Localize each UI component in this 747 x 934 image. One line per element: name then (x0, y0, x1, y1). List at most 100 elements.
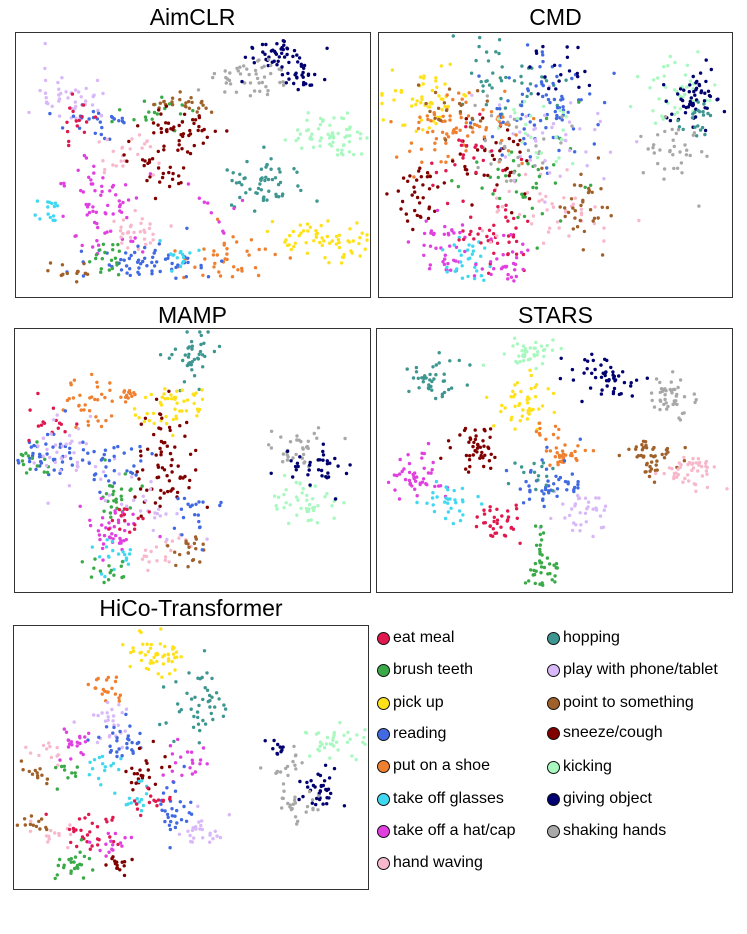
scatter-point (563, 516, 567, 520)
scatter-point (684, 153, 689, 157)
scatter-point (345, 740, 350, 744)
scatter-point (674, 471, 678, 475)
scatter-point (292, 167, 296, 171)
scatter-point (704, 58, 708, 62)
scatter-point (575, 225, 580, 229)
scatter-point (266, 57, 271, 62)
scatter-point (459, 253, 463, 257)
scatter-point (110, 518, 115, 523)
scatter-point (142, 228, 146, 232)
scatter-point (118, 108, 122, 112)
scatter-point (532, 470, 537, 474)
scatter-point (482, 464, 486, 469)
scatter-point (588, 208, 593, 212)
scatter-point (178, 250, 182, 255)
scatter-point (129, 650, 133, 655)
scatter-point (240, 266, 244, 271)
scatter-point (331, 736, 335, 740)
scatter-point (534, 186, 539, 190)
scatter-point (487, 83, 492, 87)
scatter-point (306, 72, 311, 76)
scatter-point (87, 461, 92, 465)
scatter-point (79, 95, 83, 99)
scatter-point (120, 497, 124, 502)
scatter-point (503, 406, 507, 410)
scatter-point (420, 97, 424, 102)
scatter-point (458, 230, 462, 235)
scatter-point (568, 453, 573, 458)
scatter-point (185, 330, 189, 334)
scatter-point (344, 127, 349, 132)
scatter-point (242, 81, 247, 85)
scatter-point (127, 389, 132, 393)
scatter-point (201, 103, 205, 107)
scatter-point (117, 703, 121, 707)
scatter-point (537, 174, 542, 179)
scatter-point (151, 661, 155, 665)
scatter-point (547, 86, 551, 91)
scatter-point (75, 744, 79, 748)
scatter-point (22, 817, 27, 821)
scatter-point (197, 387, 201, 392)
scatter-point (234, 181, 239, 185)
scatter-point (443, 516, 448, 521)
scatter-point (166, 396, 170, 401)
scatter-point (534, 366, 538, 371)
scatter-point (518, 130, 522, 134)
scatter-point (146, 768, 150, 772)
scatter-point (434, 121, 438, 126)
scatter-point (141, 516, 145, 521)
scatter-point (92, 93, 96, 97)
scatter-point (293, 815, 298, 819)
scatter-point (39, 817, 44, 821)
scatter-point (125, 159, 129, 163)
scatter-point (135, 797, 139, 801)
scatter-point (198, 560, 202, 564)
scatter-point (472, 156, 476, 160)
scatter-point (304, 810, 308, 814)
scatter-point (469, 215, 473, 219)
scatter-point (46, 212, 50, 216)
scatter-point (484, 126, 489, 130)
scatter-point (176, 496, 180, 501)
scatter-point (501, 168, 505, 173)
scatter-point (670, 127, 674, 132)
scatter-point (186, 542, 190, 546)
scatter-point (611, 370, 615, 374)
scatter-point (166, 544, 170, 548)
scatter-point (666, 64, 670, 68)
scatter-point (126, 734, 130, 738)
scatter-point (699, 90, 703, 95)
scatter-point (678, 378, 683, 382)
scatter-point (551, 81, 555, 86)
scatter-point (311, 497, 315, 501)
scatter-point (210, 676, 214, 681)
scatter-point (557, 455, 562, 459)
scatter-point (540, 489, 544, 493)
scatter-point (509, 395, 513, 399)
scatter-point (112, 481, 117, 485)
scatter-point (445, 265, 449, 269)
scatter-point (181, 255, 186, 260)
scatter-point (99, 424, 104, 429)
scatter-point (417, 169, 421, 173)
scatter-point (80, 560, 85, 564)
scatter-point (520, 161, 524, 166)
scatter-point (104, 678, 109, 682)
scatter-point (692, 482, 696, 486)
scatter-point (443, 104, 447, 109)
scatter-point (301, 487, 305, 491)
scatter-point (456, 184, 461, 189)
scatter-point (87, 175, 91, 179)
scatter-point (237, 180, 242, 185)
scatter-point (703, 91, 707, 95)
scatter-point (99, 132, 104, 137)
scatter-point (190, 344, 194, 348)
scatter-point (124, 264, 129, 268)
scatter-point (506, 272, 510, 277)
scatter-point (407, 470, 412, 475)
scatter-point (585, 367, 589, 371)
scatter-point (429, 231, 433, 235)
scatter-point (540, 362, 545, 366)
scatter-point (426, 117, 430, 122)
